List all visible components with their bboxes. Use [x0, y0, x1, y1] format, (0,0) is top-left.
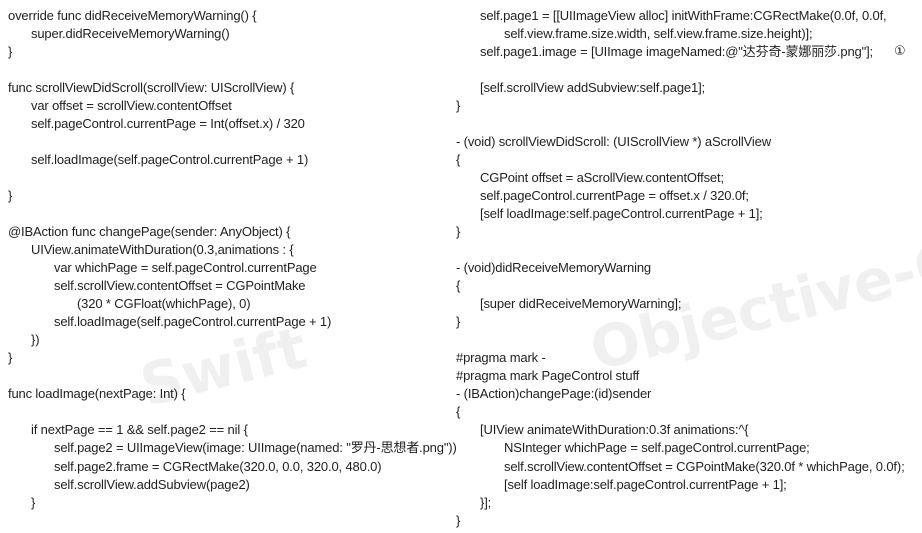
code-line: (320 * CGFloat(whichPage), 0): [77, 296, 251, 312]
code-line: self.page2 = UIImageView(image: UIImage(…: [54, 440, 457, 456]
code-line: }: [31, 494, 36, 510]
code-line: }: [456, 512, 461, 528]
code-line: [self loadImage:self.pageControl.current…: [504, 476, 787, 492]
code-line: [UIView animateWithDuration:0.3f animati…: [480, 422, 749, 438]
code-line: #pragma mark PageControl stuff: [456, 368, 640, 384]
code-line: }: [8, 44, 13, 60]
code-line: }: [8, 350, 13, 366]
code-line: }: [456, 224, 461, 240]
code-line: - (IBAction)changePage:(id)sender: [456, 386, 652, 402]
code-line: self.loadImage(self.pageControl.currentP…: [54, 314, 332, 330]
code-line: self.view.frame.size.width, self.view.fr…: [504, 26, 813, 42]
code-line: [super didReceiveMemoryWarning];: [480, 296, 682, 312]
code-line: func loadImage(nextPage: Int) {: [8, 386, 186, 402]
code-line: super.didReceiveMemoryWarning(): [31, 26, 230, 42]
code-line: }: [456, 98, 461, 114]
code-line: self.page2.frame = CGRectMake(320.0, 0.0…: [54, 458, 382, 474]
code-line: }: [8, 188, 13, 204]
code-line: }];: [480, 494, 492, 510]
code-line: self.loadImage(self.pageControl.currentP…: [31, 152, 309, 168]
code-line: self.scrollView.contentOffset = CGPointM…: [54, 278, 306, 294]
code-line: - (void)didReceiveMemoryWarning: [456, 260, 651, 276]
code-line: UIView.animateWithDuration(0.3,animation…: [31, 242, 294, 258]
code-line: CGPoint offset = aScrollView.contentOffs…: [480, 170, 724, 186]
code-line: {: [456, 404, 461, 420]
code-line: NSInteger whichPage = self.pageControl.c…: [504, 440, 810, 456]
code-line: self.scrollView.addSubview(page2): [54, 476, 250, 492]
code-line: - (void) scrollViewDidScroll: (UIScrollV…: [456, 134, 771, 150]
code-line: self.scrollView.contentOffset = CGPointM…: [504, 458, 905, 474]
code-line: var whichPage = self.pageControl.current…: [54, 260, 317, 276]
code-line: [self loadImage:self.pageControl.current…: [480, 206, 763, 222]
code-line: self.page1.image = [UIImage imageNamed:@…: [480, 44, 873, 60]
code-line: #pragma mark -: [456, 350, 546, 366]
code-line: var offset = scrollView.contentOffset: [31, 98, 232, 114]
code-line: self.pageControl.currentPage = offset.x …: [480, 188, 749, 204]
code-line: }: [456, 314, 461, 330]
callout-marker: ①: [894, 43, 906, 58]
code-line: {: [456, 152, 461, 168]
code-line: }): [31, 332, 40, 348]
code-line: {: [456, 278, 461, 294]
code-line: func scrollViewDidScroll(scrollView: UIS…: [8, 80, 295, 96]
code-line: self.page1 = [[UIImageView alloc] initWi…: [480, 8, 887, 23]
code-line: override func didReceiveMemoryWarning() …: [8, 8, 257, 23]
code-line: self.pageControl.currentPage = Int(offse…: [31, 116, 305, 132]
code-line: if nextPage == 1 && self.page2 == nil {: [31, 422, 248, 438]
code-line: @IBAction func changePage(sender: AnyObj…: [8, 224, 291, 240]
code-line: [self.scrollView addSubview:self.page1];: [480, 80, 705, 96]
